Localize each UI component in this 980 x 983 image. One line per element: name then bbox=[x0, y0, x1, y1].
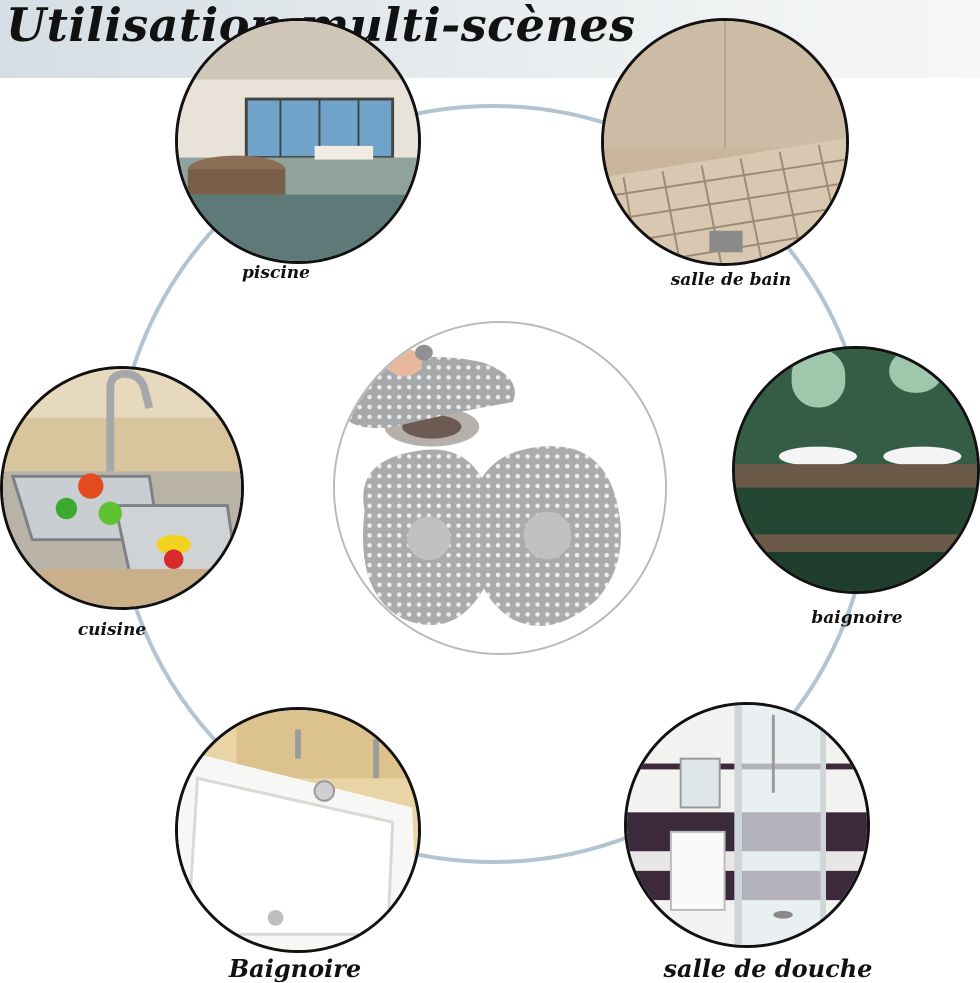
scene-label-salle-de-douche: salle de douche bbox=[663, 954, 873, 983]
scene-label-piscine: piscine bbox=[242, 263, 310, 283]
scene-cuisine-image bbox=[0, 366, 244, 610]
scene-label-salle-de-bain: salle de bain bbox=[670, 270, 792, 290]
scene-piscine-image bbox=[175, 18, 421, 264]
center-product-image bbox=[333, 321, 667, 655]
scene-baignoire-image bbox=[732, 346, 980, 594]
scene-baignoire-bath-image bbox=[175, 707, 421, 953]
scene-label-cuisine: cuisine bbox=[77, 620, 147, 640]
scene-salle-de-douche-image bbox=[624, 702, 870, 948]
scene-label-baignoire-bath: Baignoire bbox=[228, 954, 362, 983]
scene-label-baignoire: baignoire bbox=[811, 608, 903, 628]
scene-salle-de-bain-image bbox=[601, 18, 849, 266]
